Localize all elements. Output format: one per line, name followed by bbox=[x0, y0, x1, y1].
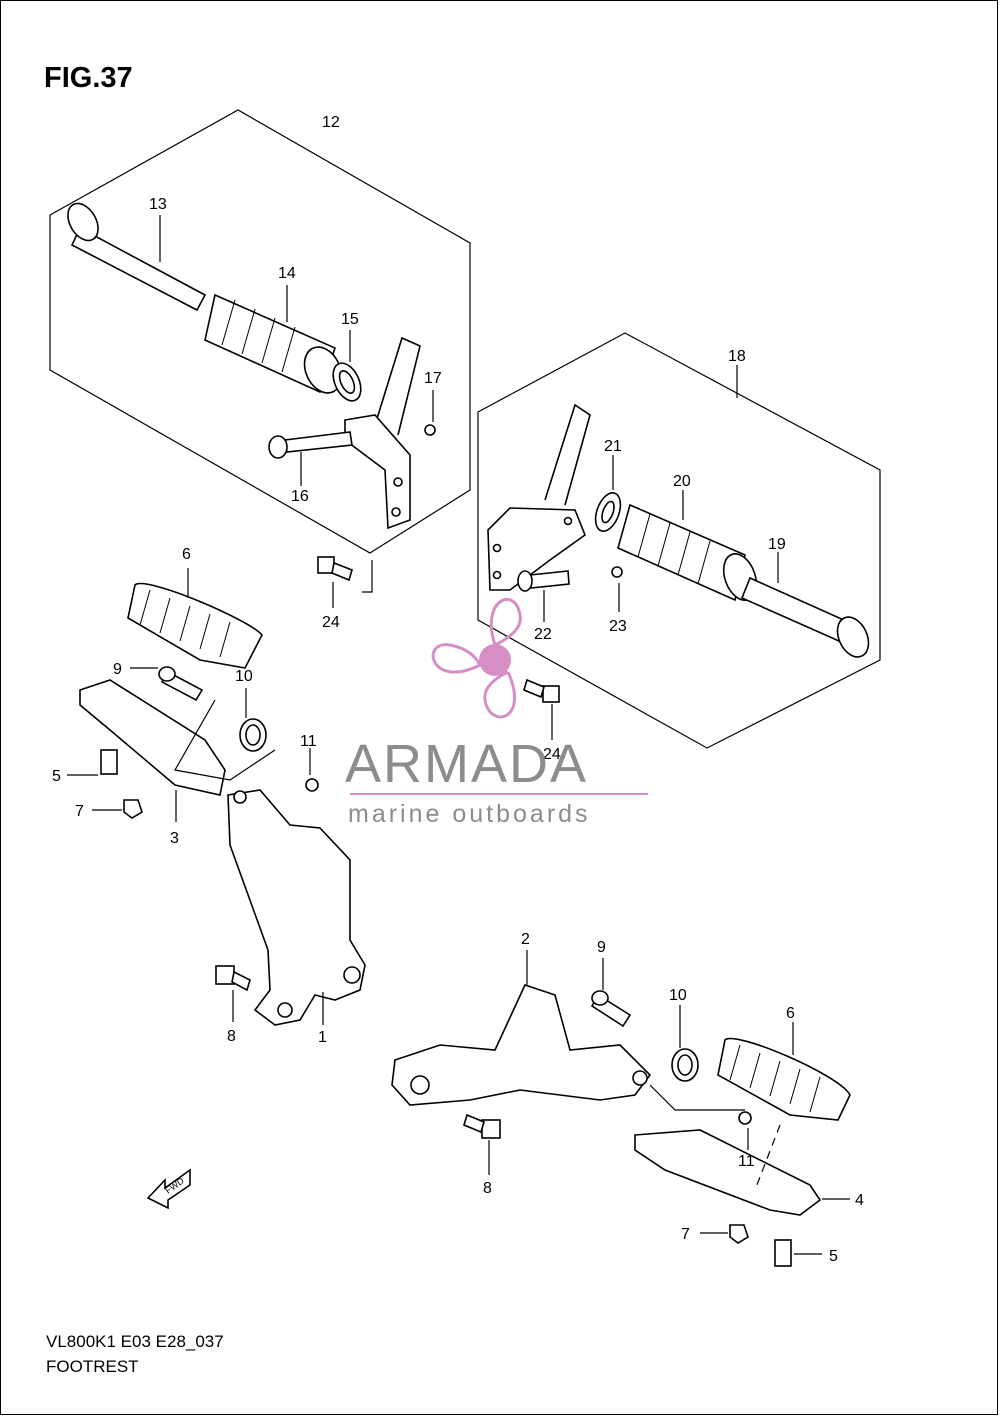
callout-10-left: 10 bbox=[235, 668, 253, 685]
watermark-divider bbox=[350, 793, 648, 795]
part-24-bolt-left bbox=[317, 556, 373, 608]
part-10-spring-right bbox=[671, 1005, 699, 1082]
part-9-pin-left bbox=[130, 666, 204, 702]
callout-6-left: 6 bbox=[182, 546, 191, 563]
callout-21: 21 bbox=[604, 438, 622, 455]
callout-22: 22 bbox=[534, 626, 552, 643]
callout-18: 18 bbox=[728, 348, 746, 365]
part-6-rubber-right bbox=[717, 1022, 851, 1121]
callout-24-right: 24 bbox=[543, 746, 561, 763]
right-footrest-bracket bbox=[487, 403, 591, 591]
callout-9-right: 9 bbox=[597, 939, 606, 956]
watermark-logo-icon bbox=[431, 597, 522, 719]
part-3-footrest-left bbox=[79, 679, 276, 822]
part-6-rubber-left bbox=[127, 568, 263, 669]
callout-11-right: 11 bbox=[738, 1153, 755, 1170]
callout-19: 19 bbox=[768, 536, 786, 553]
part-17-clip bbox=[424, 390, 436, 436]
part-9-pin-right bbox=[590, 958, 632, 1028]
callout-24-left: 24 bbox=[322, 614, 340, 631]
callout-2: 2 bbox=[521, 931, 530, 948]
callout-15: 15 bbox=[341, 311, 359, 328]
callout-3: 3 bbox=[170, 830, 179, 847]
section-name: FOOTREST bbox=[46, 1357, 139, 1376]
part-20-rubber bbox=[617, 490, 758, 602]
left-footrest-bracket bbox=[344, 336, 421, 530]
part-15-washer bbox=[332, 330, 362, 402]
callout-8-left: 8 bbox=[227, 1028, 236, 1045]
callout-13: 13 bbox=[149, 196, 167, 213]
diagram-code: VL800K1 E03 E28_037 bbox=[46, 1332, 224, 1351]
callout-10-right: 10 bbox=[669, 987, 687, 1004]
callout-17: 17 bbox=[424, 370, 442, 387]
callout-4: 4 bbox=[855, 1192, 864, 1209]
callout-11-left: 11 bbox=[300, 733, 317, 750]
callout-12: 12 bbox=[322, 114, 340, 131]
callout-9-left: 9 bbox=[113, 661, 122, 678]
callout-8-right: 8 bbox=[483, 1180, 492, 1197]
callout-5-left: 5 bbox=[52, 768, 61, 785]
part-2-bracket-right bbox=[391, 950, 652, 1106]
part-8-bolt-left bbox=[215, 965, 251, 1022]
part-7-nut-right bbox=[700, 1224, 749, 1244]
callout-7-right: 7 bbox=[681, 1226, 690, 1243]
part-10-spring-left bbox=[239, 688, 267, 752]
callout-1: 1 bbox=[318, 1029, 327, 1046]
part-8-bolt-right bbox=[463, 1113, 501, 1175]
part-1-bracket-left bbox=[227, 789, 366, 1026]
callout-20: 20 bbox=[673, 473, 691, 490]
part-7-nut-left bbox=[92, 799, 143, 819]
part-13-pipe bbox=[67, 202, 207, 312]
callout-23: 23 bbox=[609, 618, 627, 635]
assembly-18-box bbox=[477, 332, 881, 749]
watermark-brand: ARMADA bbox=[345, 734, 589, 794]
callout-14: 14 bbox=[278, 265, 296, 282]
part-24-bolt-right bbox=[523, 678, 560, 740]
callout-5-right: 5 bbox=[829, 1248, 838, 1265]
part-5-bolt-left bbox=[67, 749, 118, 776]
watermark-tagline: marine outboards bbox=[348, 800, 591, 828]
callout-7-left: 7 bbox=[75, 803, 84, 820]
callout-16: 16 bbox=[291, 488, 309, 505]
callout-6-right: 6 bbox=[786, 1005, 795, 1022]
figure-title: FIG.37 bbox=[44, 62, 133, 94]
part-11-clip-left bbox=[305, 748, 319, 792]
part-21-washer bbox=[594, 455, 622, 532]
fwd-arrow-icon: FWD bbox=[146, 1168, 191, 1210]
part-16-pin bbox=[268, 431, 353, 486]
part-19-pipe bbox=[740, 552, 870, 658]
part-23-clip bbox=[611, 566, 623, 612]
part-4-footrest-right bbox=[634, 1084, 850, 1216]
part-11-clip-right bbox=[738, 1111, 752, 1150]
part-22-pin bbox=[517, 570, 570, 622]
part-5-bolt-right bbox=[774, 1239, 822, 1267]
part-14-rubber bbox=[204, 285, 343, 394]
assembly-12-box bbox=[49, 109, 471, 554]
